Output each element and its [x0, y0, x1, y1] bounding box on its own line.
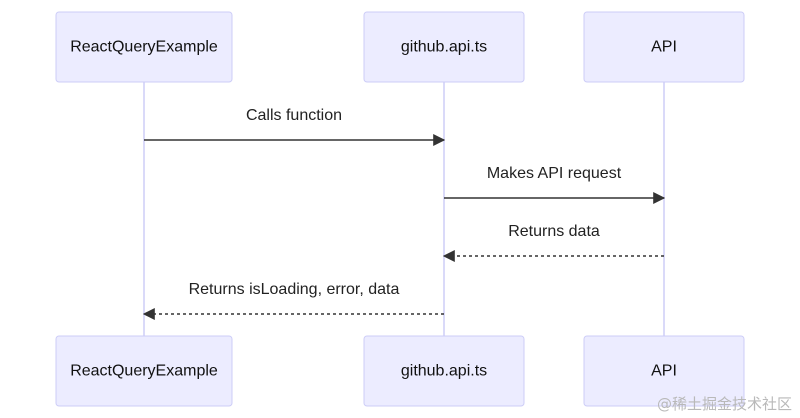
message-makes-api-request: Makes API request	[444, 165, 666, 204]
actor-api-top: API	[583, 11, 745, 83]
message-calls-function: Calls function	[144, 107, 446, 146]
actor-label: ReactQueryExample	[70, 363, 218, 380]
actor-label: github.api.ts	[401, 39, 487, 56]
actor-api-bottom: API	[583, 335, 745, 407]
message-label: Returns isLoading, error, data	[189, 281, 400, 298]
actor-label: ReactQueryExample	[70, 39, 218, 56]
actor-label: API	[651, 363, 677, 380]
actor-github-api-ts-bottom: github.api.ts	[363, 335, 525, 407]
actor-github-api-ts-top: github.api.ts	[363, 11, 525, 83]
actor-react-query-example-top: ReactQueryExample	[55, 11, 233, 83]
lifelines	[143, 82, 665, 336]
actor-label: github.api.ts	[401, 363, 487, 380]
actor-react-query-example-bottom: ReactQueryExample	[55, 335, 233, 407]
message-returns-data: Returns data	[442, 223, 664, 262]
watermark: @稀土掘金技术社区	[656, 395, 792, 413]
message-label: Calls function	[246, 107, 342, 124]
message-returns-isloading-error-data: Returns isLoading, error, data	[142, 281, 444, 320]
message-label: Returns data	[508, 223, 600, 240]
message-label: Makes API request	[487, 165, 622, 182]
actor-label: API	[651, 39, 677, 56]
